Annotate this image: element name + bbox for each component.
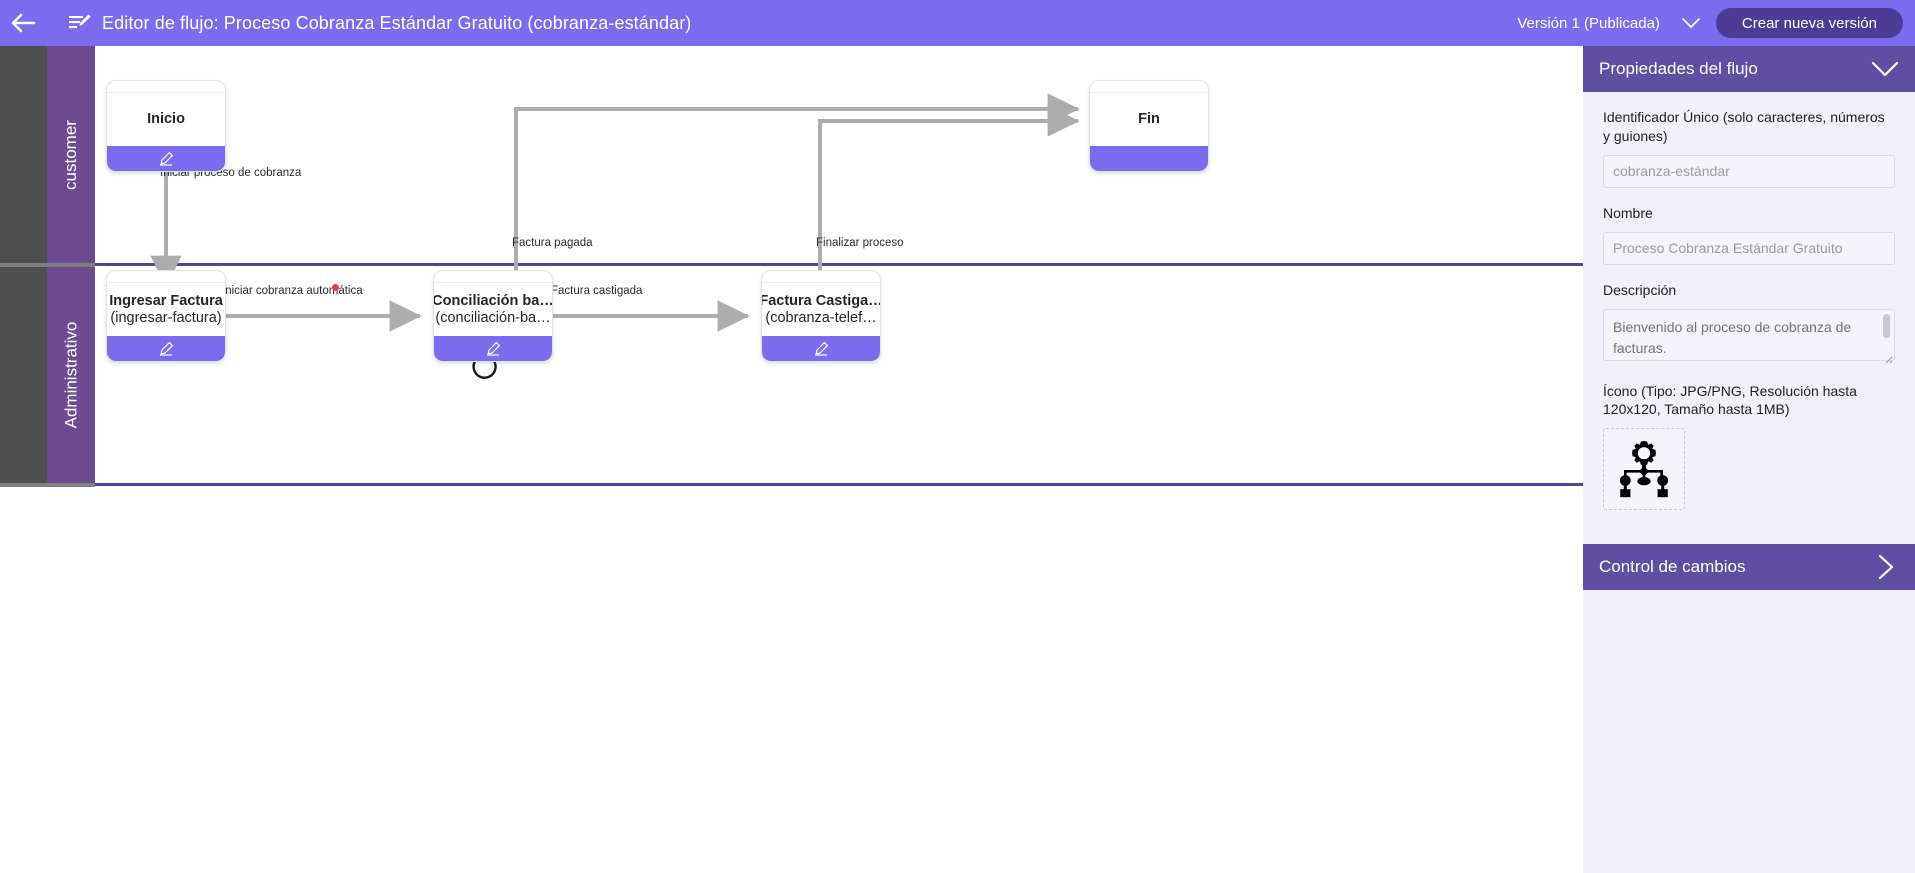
back-button[interactable] [0, 0, 46, 46]
lane-divider [95, 483, 1583, 486]
flow-properties-title: Propiedades del flujo [1599, 59, 1758, 78]
node-inicio[interactable]: Inicio [106, 80, 226, 172]
icon-label: Ícono (Tipo: JPG/PNG, Resolución hasta 1… [1603, 382, 1857, 418]
node-body: Ingresar Factura (ingresar-factura) [107, 283, 225, 336]
top-bar-right: Versión 1 (Publicada) Crear nueva versió… [1517, 0, 1915, 46]
node-subtitle: (ingresar-factura) [110, 309, 222, 326]
uid-label: Identificador Único (solo caracteres, nú… [1603, 109, 1885, 144]
arrow-left-icon [11, 13, 36, 33]
icon-upload-dropzone[interactable] [1603, 428, 1685, 511]
node-footer-strip[interactable] [1090, 146, 1208, 171]
chevron-right-icon[interactable] [1871, 553, 1899, 581]
workflow-gear-icon [1619, 441, 1669, 498]
swimlane-label: Administrativo [61, 321, 81, 429]
node-edit-button[interactable] [434, 336, 552, 361]
create-new-version-button[interactable]: Crear nueva versión [1715, 8, 1903, 38]
swimlane-customer[interactable]: customer [47, 46, 95, 263]
change-control-header[interactable]: Control de cambios [1583, 544, 1915, 591]
pencil-icon [815, 341, 829, 356]
node-title: Fin [1138, 111, 1160, 128]
edge-label-iniciar-cobranza: Iniciar cobranza automática [222, 285, 363, 297]
description-wrapper [1603, 308, 1895, 366]
node-body: Fin [1090, 93, 1208, 146]
description-label: Descripción [1603, 281, 1677, 298]
node-header-strip [762, 271, 880, 283]
node-header-strip [434, 271, 552, 283]
flow-properties-body: Identificador Único (solo caracteres, nú… [1583, 92, 1915, 520]
page-title: Editor de flujo: Proceso Cobranza Estánd… [102, 12, 692, 33]
node-title: Inicio [147, 111, 185, 128]
node-subtitle: (cobranza-telef… [765, 309, 877, 326]
node-factura-castigada[interactable]: Factura Castiga… (cobranza-telef… [761, 270, 881, 362]
description-scrollbar[interactable] [1883, 313, 1890, 338]
name-input[interactable] [1603, 231, 1895, 265]
lane-divider [0, 263, 95, 267]
version-dropdown-button[interactable] [1672, 0, 1710, 46]
edge-warning-badge[interactable] [332, 284, 339, 291]
edge-label-factura-castigada: Factura castigada [551, 285, 643, 297]
node-header-strip [107, 271, 225, 283]
name-label: Nombre [1603, 204, 1653, 221]
node-ingresar-factura[interactable]: Ingresar Factura (ingresar-factura) [106, 270, 226, 362]
swimlane-administrativo[interactable]: Administrativo [47, 267, 95, 483]
flow-editor-icon [68, 13, 92, 33]
chevron-down-icon [1682, 17, 1700, 28]
lane-divider [95, 263, 1583, 266]
node-title: Conciliación ba… [433, 292, 553, 309]
right-panel: Propiedades del flujo Identificador Únic… [1583, 46, 1915, 873]
edge-label-finalizar-proceso: Finalizar proceso [816, 237, 904, 249]
node-body: Inicio [107, 93, 225, 146]
node-title: Factura Castiga… [761, 292, 881, 309]
node-edit-button[interactable] [107, 336, 225, 361]
node-fin[interactable]: Fin [1089, 80, 1209, 172]
node-header-strip [107, 81, 225, 93]
pencil-icon [487, 341, 501, 356]
lane-divider [0, 483, 95, 487]
node-edit-button[interactable] [762, 336, 880, 361]
node-title: Ingresar Factura [109, 292, 223, 309]
node-body: Conciliación ba… (conciliación-ba… [434, 283, 552, 336]
node-edit-button[interactable] [107, 146, 225, 171]
uid-input[interactable] [1603, 154, 1895, 188]
chevron-down-icon[interactable] [1871, 61, 1899, 77]
swimlane-label: customer [61, 119, 81, 190]
node-conciliacion-bancaria[interactable]: Conciliación ba… (conciliación-ba… [433, 270, 553, 362]
description-textarea[interactable] [1603, 308, 1895, 361]
flow-properties-header[interactable]: Propiedades del flujo [1583, 46, 1915, 92]
node-body: Factura Castiga… (cobranza-telef… [762, 283, 880, 336]
node-header-strip [1090, 81, 1208, 93]
flow-canvas[interactable]: customer Administrativo [0, 46, 1583, 873]
node-subtitle: (conciliación-ba… [435, 309, 551, 326]
edge-label-factura-pagada: Factura pagada [512, 237, 593, 249]
version-label: Versión 1 (Publicada) [1517, 14, 1660, 32]
change-control-title: Control de cambios [1599, 557, 1746, 577]
top-bar: Editor de flujo: Proceso Cobranza Estánd… [0, 0, 1915, 46]
pencil-icon [160, 151, 174, 166]
pencil-icon [160, 341, 174, 356]
